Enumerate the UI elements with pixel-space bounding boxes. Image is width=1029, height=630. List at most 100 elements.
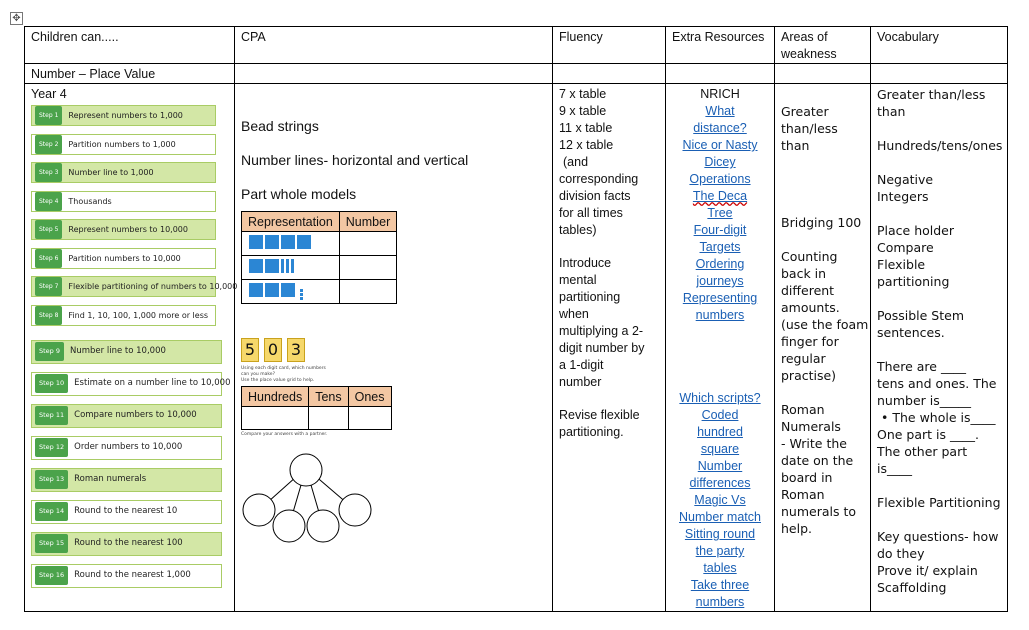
fluency-line: partitioning. (559, 425, 624, 439)
fluency-line: multiplying a 2- (559, 324, 644, 338)
vocab-line: Possible Stem (877, 308, 965, 323)
vocab-line: is____ (877, 461, 912, 476)
vocabulary-cell[interactable]: Greater than/less than Hundreds/tens/one… (870, 83, 1008, 612)
weakness-line: Counting (781, 249, 838, 264)
weakness-line: numerals to (781, 504, 857, 519)
step-badge: Step 13 (35, 470, 69, 489)
fluency-line: Revise flexible (559, 408, 640, 422)
ten-rod-icon (291, 259, 294, 273)
fluency-cell[interactable]: 7 x table 9 x table 11 x table 12 x tabl… (552, 83, 666, 612)
step-label: Represent numbers to 1,000 (68, 111, 183, 120)
cpa-cell[interactable]: Bead strings Number lines- horizontal an… (234, 83, 553, 612)
one-cube-icon (300, 296, 303, 300)
step-badge: Step 4 (35, 191, 63, 211)
hundred-square-icon (249, 259, 263, 273)
step-label: Order numbers to 10,000 (74, 442, 183, 452)
fluency-line: 12 x table (559, 138, 614, 152)
empty-cell[interactable] (552, 63, 666, 84)
cpa-item: Bead strings (241, 118, 319, 134)
step-label: Roman numerals (74, 474, 147, 484)
table-move-handle-icon[interactable]: ✥ (10, 12, 23, 25)
step-label: Find 1, 10, 100, 1,000 more or less (68, 310, 209, 320)
thousand-block-icon (249, 235, 263, 249)
weakness-line: help. (781, 521, 812, 536)
empty-cell[interactable] (774, 63, 871, 84)
header-children-can[interactable]: Children can..... (24, 26, 235, 64)
resource-link-magic-vs[interactable]: Magic Vs (694, 493, 746, 507)
weakness-line: practise) (781, 368, 837, 383)
step-badge: Step 15 (35, 534, 69, 553)
header-fluency[interactable]: Fluency (552, 26, 666, 64)
pv-header: Tens (308, 386, 349, 407)
header-cpa[interactable]: CPA (234, 26, 553, 64)
header-extra-resources[interactable]: Extra Resources (665, 26, 775, 64)
resource-link-which-scripts[interactable]: Which scripts? (679, 391, 761, 405)
step-item: Step 3 Number line to 1,000 (31, 162, 216, 183)
weakness-line: date on the (781, 453, 854, 468)
fluency-line: when (559, 307, 589, 321)
section-title[interactable]: Number – Place Value (24, 63, 235, 84)
weakness-line: Bridging 100 (781, 215, 862, 230)
representation-grid-image: Representation Number (241, 211, 398, 304)
vocab-line: Key questions- how (877, 529, 999, 544)
resources-heading: NRICH (700, 87, 740, 101)
fluency-line: Introduce (559, 256, 612, 270)
fluency-line: division facts (559, 189, 631, 203)
step-label: Thousands (68, 196, 112, 206)
weakness-line: Roman (781, 402, 825, 417)
fluency-line: a 1-digit (559, 358, 604, 372)
step-badge: Step 3 (35, 163, 63, 182)
step-badge: Step 1 (35, 106, 63, 125)
vocab-line: number is_____ (877, 393, 971, 408)
areas-of-weakness-cell[interactable]: Greater than/less than Bridging 100 Coun… (774, 83, 871, 612)
vocab-line: sentences. (877, 325, 945, 340)
header-vocabulary[interactable]: Vocabulary (870, 26, 1008, 64)
empty-cell[interactable] (665, 63, 775, 84)
hundred-square-icon (249, 283, 263, 297)
resource-link-number-match[interactable]: Number match (679, 510, 761, 524)
vocab-line: Hundreds/tens/ones (877, 138, 1003, 153)
weakness-line: regular (781, 351, 826, 366)
digit-hint: Use the place value grid to help. (241, 378, 315, 383)
fluency-line: 11 x table (559, 121, 613, 135)
step-badge: Step 2 (35, 134, 63, 154)
step-badge: Step 9 (35, 342, 65, 361)
step-item: Step 4 Thousands (31, 190, 216, 212)
step-label: Partition numbers to 10,000 (68, 253, 181, 263)
vocab-line: do they (877, 546, 925, 561)
digit-cards-activity-image: 5 0 3 Using each digit card, which numbe… (240, 338, 546, 438)
step-label: Round to the nearest 10 (74, 506, 178, 516)
vocab-line: • The whole is____ (881, 410, 996, 425)
resource-link-nice-or-nasty[interactable]: Nice or Nasty (682, 138, 758, 152)
fluency-line: mental (559, 273, 597, 287)
step-label: Number line to 1,000 (68, 168, 154, 177)
hundred-square-icon (281, 283, 295, 297)
step-item: Step 13 Roman numerals (31, 467, 222, 492)
header-areas-of-weakness[interactable]: Areas of weakness (774, 26, 871, 64)
place-value-grid: Hundreds Tens Ones (240, 386, 392, 430)
vocab-line: One part is ____. (877, 427, 979, 442)
step-label: Number line to 10,000 (70, 346, 166, 356)
empty-cell[interactable] (870, 63, 1008, 84)
weakness-line: back in (781, 266, 827, 281)
empty-cell[interactable] (234, 63, 553, 84)
planning-table: Children can..... CPA Fluency Extra Reso… (24, 26, 1008, 612)
vocab-line: There are ____ (877, 359, 966, 374)
step-label: Flexible partitioning of numbers to 10,0… (68, 282, 238, 291)
